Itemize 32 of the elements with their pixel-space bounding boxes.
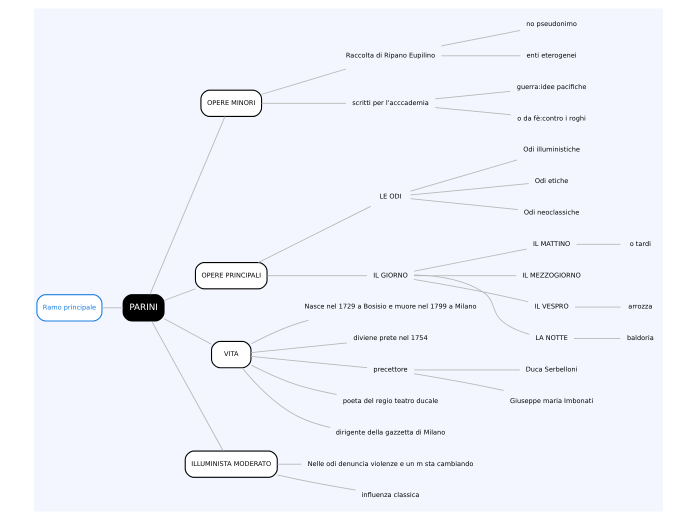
connector <box>149 116 225 295</box>
connector <box>276 474 356 490</box>
connector <box>413 274 530 335</box>
connector <box>260 102 346 104</box>
connector <box>241 367 330 428</box>
connector <box>410 183 529 196</box>
connector <box>574 306 620 308</box>
connector <box>250 356 368 368</box>
connector <box>150 320 224 452</box>
connector <box>410 198 518 210</box>
connector <box>250 364 337 395</box>
connector <box>101 307 124 308</box>
connector <box>163 318 212 345</box>
connector <box>576 244 620 245</box>
connector <box>434 90 510 100</box>
connector <box>440 55 520 56</box>
connector <box>413 275 516 276</box>
connector <box>440 30 520 46</box>
connector <box>434 107 511 116</box>
connector <box>413 248 527 272</box>
connector <box>276 464 302 465</box>
connector <box>260 68 346 95</box>
connector <box>413 278 528 302</box>
connector <box>163 288 196 301</box>
connector <box>250 342 347 354</box>
connector <box>250 320 308 344</box>
connector <box>572 338 620 339</box>
connector <box>257 206 371 263</box>
connector <box>413 373 504 391</box>
connector <box>410 160 517 192</box>
node-box: PARINI <box>122 294 164 322</box>
connector <box>266 275 368 276</box>
